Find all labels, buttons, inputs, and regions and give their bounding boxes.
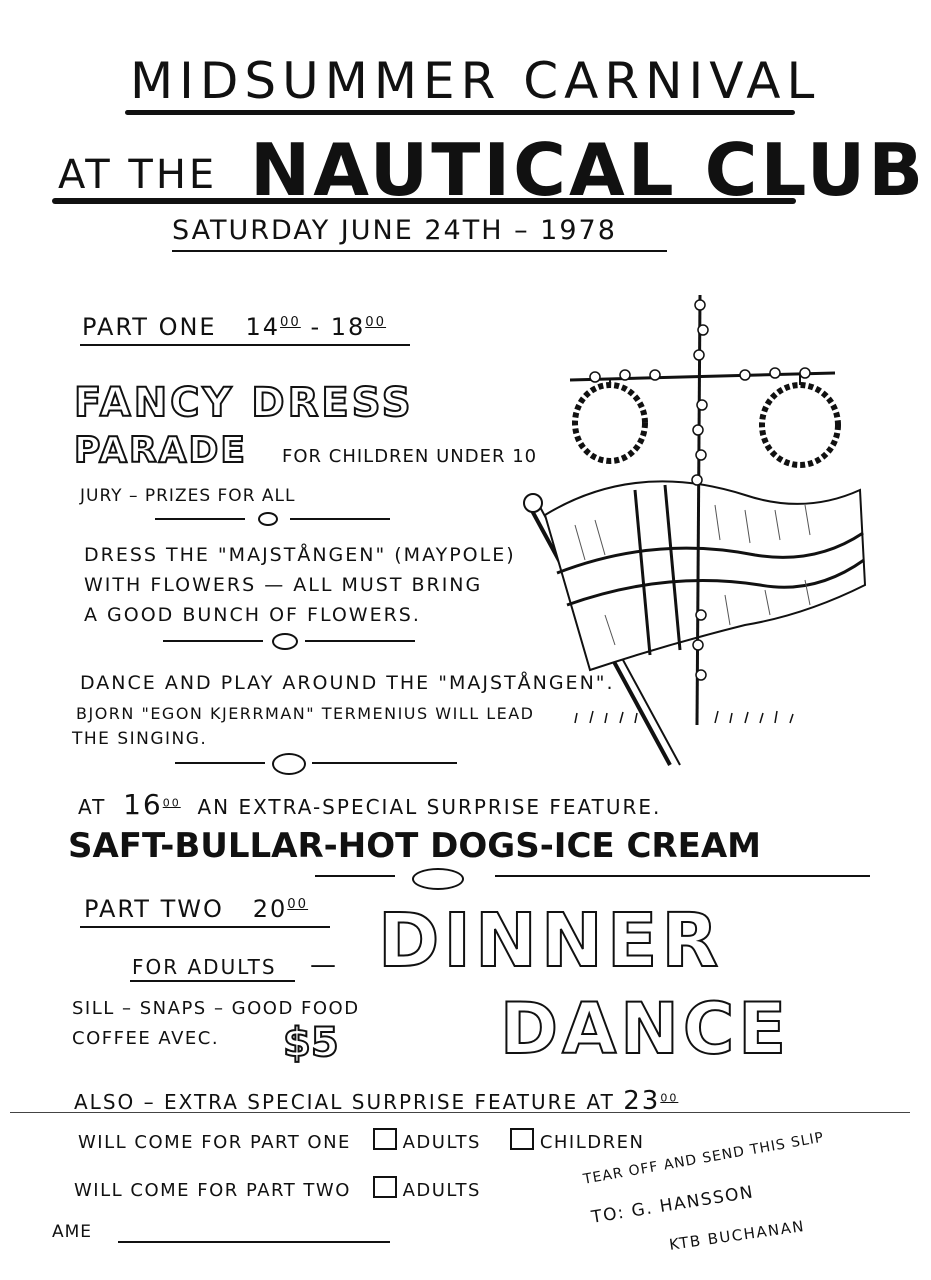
part-one-underline bbox=[80, 344, 410, 346]
maypole-illustration bbox=[523, 294, 867, 766]
for-adults-underline bbox=[130, 980, 295, 982]
food-banner: SAFT-BULLAR-HOT DOGS-ICE CREAM bbox=[68, 826, 761, 866]
tear-off-line bbox=[10, 1112, 910, 1113]
parade-note: FOR CHILDREN UNDER 10 bbox=[282, 446, 538, 467]
fancy-dress-title: FANCY DRESS bbox=[73, 379, 414, 427]
part-two-heading: PART TWO 2000 bbox=[84, 895, 309, 923]
club-underline bbox=[52, 198, 796, 204]
dance-line3: THE SINGING. bbox=[72, 729, 208, 749]
menu-line2: COFFEE AVEC. bbox=[72, 1028, 220, 1049]
event-date: SATURDAY JUNE 24th – 1978 bbox=[172, 215, 617, 246]
part-two-underline bbox=[80, 926, 330, 928]
dress-maypole-line1: DRESS THE "MAJSTÅNGEN" (MAYPOLE) bbox=[84, 544, 516, 566]
separator-line bbox=[305, 640, 415, 642]
name-label: AME bbox=[52, 1222, 93, 1242]
separator-line bbox=[290, 518, 390, 520]
banner-underline-right bbox=[495, 875, 870, 877]
separator-oval bbox=[258, 512, 278, 526]
slip-row-part-one: WILL COME FOR PART ONE ADULTS CHILDREN bbox=[78, 1128, 644, 1153]
surprise-line: AT 1600 AN EXTRA-SPECIAL SURPRISE FEATUR… bbox=[78, 788, 662, 821]
slip-row-part-two: WILL COME FOR PART TWO ADULTS bbox=[74, 1176, 481, 1201]
banner-oval bbox=[412, 868, 464, 890]
tear-off-instruction-2: TO: G. HANSSON bbox=[590, 1182, 756, 1228]
part-one-adults-checkbox[interactable] bbox=[372, 1128, 397, 1150]
tear-off-instruction-3: KTB BUCHANAN bbox=[668, 1216, 807, 1254]
part-one-children-checkbox[interactable] bbox=[509, 1128, 534, 1150]
carnival-title: MIDSUMMER CARNIVAL bbox=[130, 52, 821, 110]
dance-line2: BJORN "EGON KJERRMAN" TERMENIUS WILL LEA… bbox=[76, 704, 535, 723]
part-two-adults-checkbox[interactable] bbox=[372, 1176, 397, 1198]
for-adults-dash: — bbox=[310, 950, 336, 980]
separator-line bbox=[312, 762, 457, 764]
banner-underline-left bbox=[315, 875, 395, 877]
dance-title: DANCE bbox=[499, 987, 791, 1071]
name-field-line[interactable] bbox=[118, 1241, 390, 1243]
for-adults-label: FOR ADULTS bbox=[132, 955, 277, 979]
also-surprise-line: ALSO – EXTRA SPECIAL SURPRISE FEATURE AT… bbox=[74, 1086, 679, 1116]
at-the-label: AT THE bbox=[58, 152, 218, 198]
menu-line1: SILL – SNAPS – GOOD FOOD bbox=[72, 998, 360, 1019]
dinner-price: $5 bbox=[282, 1019, 340, 1067]
parade-title: PARADE bbox=[73, 429, 247, 472]
part-one-heading: PART ONE 1400 - 1800 bbox=[82, 313, 387, 341]
title-underline bbox=[125, 110, 795, 115]
separator-oval bbox=[272, 753, 306, 775]
separator-oval bbox=[272, 633, 298, 650]
dress-maypole-line3: A GOOD BUNCH OF FLOWERS. bbox=[84, 604, 421, 626]
separator-line bbox=[175, 762, 265, 764]
dress-maypole-line2: WITH FLOWERS — ALL MUST BRING bbox=[84, 574, 483, 596]
dance-line1: DANCE AND PLAY AROUND THE "MAJSTÅNGEN". bbox=[80, 672, 615, 694]
jury-text: JURY – PRIZES FOR ALL bbox=[80, 486, 296, 506]
date-underline bbox=[172, 250, 667, 252]
dinner-title: DINNER bbox=[377, 897, 723, 985]
separator-line bbox=[163, 640, 263, 642]
separator-line bbox=[155, 518, 245, 520]
